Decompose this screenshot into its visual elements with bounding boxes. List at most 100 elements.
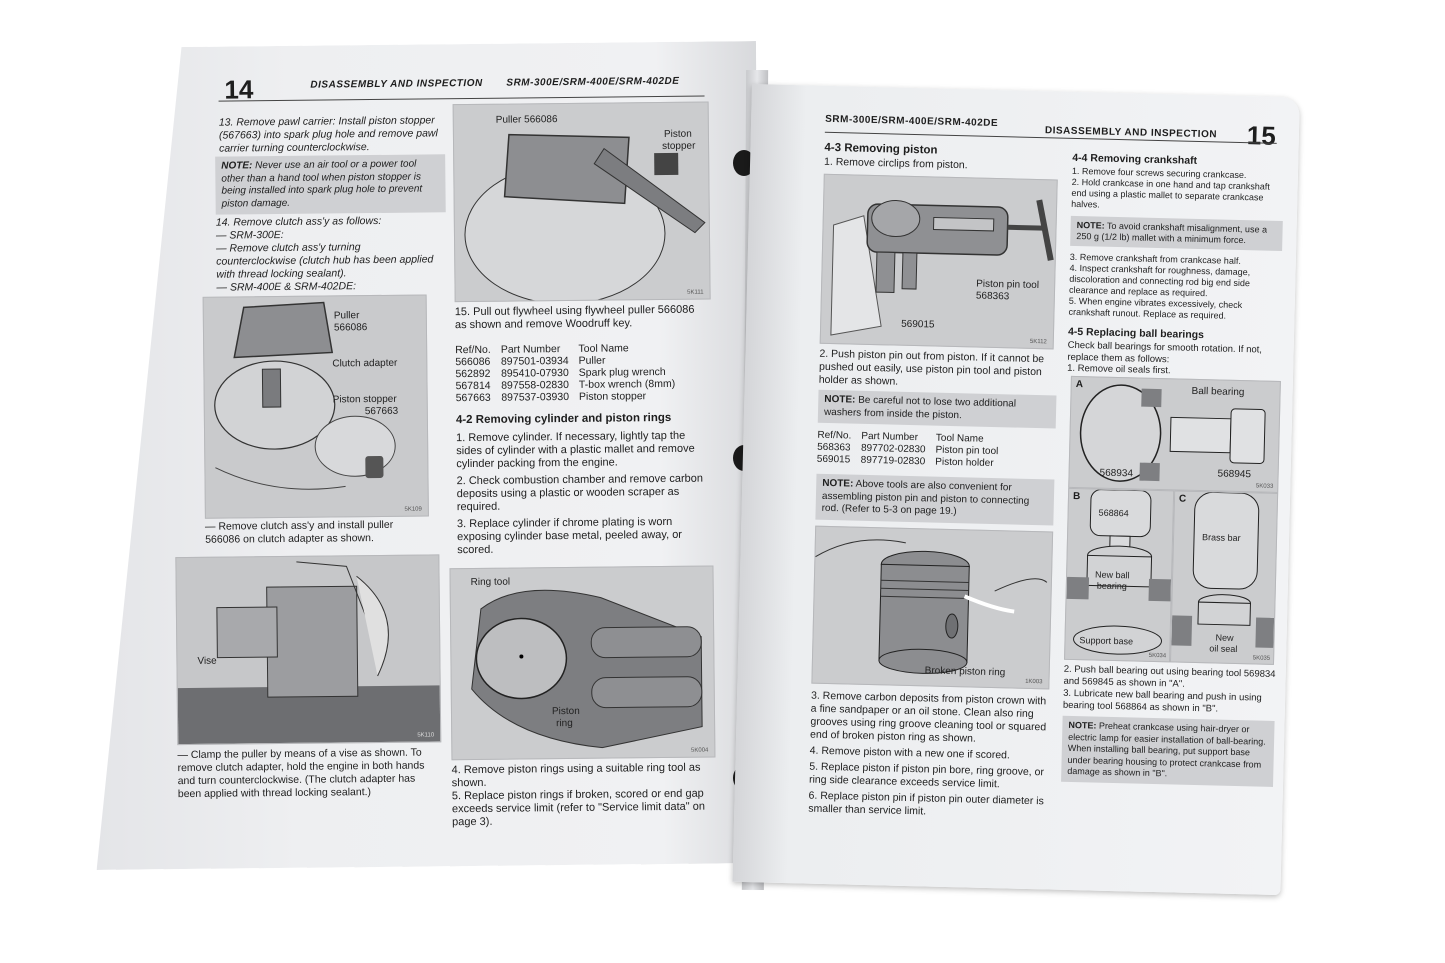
clutch-adapter-illustration: [204, 295, 428, 517]
step-6: 6. Replace piston pin if piston pin oute…: [808, 789, 1044, 818]
bearing-install-illustration: [1066, 489, 1172, 655]
figure-code: 5K111: [687, 289, 704, 296]
cell: Spark plug wrench: [578, 365, 666, 379]
after-figure-5k110: — Clamp the puller by means of a vise as…: [177, 746, 425, 801]
step-5: 5. Replace piston rings if broken, score…: [451, 787, 705, 829]
note-text: Above tools are also convenient for asse…: [821, 478, 1030, 518]
figure-code: 5K110: [417, 732, 435, 739]
flywheel-puller-illustration: [454, 103, 710, 302]
label-stopper: stopper: [662, 140, 696, 152]
cell: 897558-02830: [501, 378, 569, 392]
label-piston: Piston: [551, 705, 580, 718]
section-4-3-steps-after: 3. Remove carbon deposits from piston cr…: [808, 690, 1051, 822]
note-label: NOTE:: [221, 160, 253, 172]
figure-5k112: Piston pin tool 568363 569015 5K112: [819, 173, 1058, 350]
label-piston-pin-tool: Piston pin tool: [976, 278, 1040, 292]
running-head-models-right: SRM-300E/SRM-400E/SRM-402DE: [825, 113, 999, 130]
cell: 567663: [455, 391, 491, 405]
note-label: NOTE:: [824, 393, 856, 406]
right-page: SRM-300E/SRM-400E/SRM-402DE DISASSEMBLY …: [732, 84, 1300, 896]
after-figure-5k109: — Remove clutch ass'y and install puller…: [204, 518, 394, 546]
label-piston-stopper-number: 567663: [364, 405, 399, 418]
section-4-5-intro: Check ball bearings for smooth rotation.…: [1067, 339, 1263, 377]
piston-illustration: [815, 539, 1048, 674]
label-vise: Vise: [197, 655, 217, 667]
note-text: To avoid crankshaft misalignment, use a …: [1076, 220, 1268, 246]
figure-code: 1K003: [1025, 678, 1043, 686]
label-new-ball: New ball: [1094, 569, 1130, 581]
cell: 897719-02830: [860, 454, 926, 468]
step-14-c: — SRM-400E & SRM-402DE:: [216, 280, 357, 294]
step-1: 1. Remove cylinder. If necessary, lightl…: [456, 429, 695, 471]
cell: Piston holder: [935, 456, 994, 470]
cell: T-box wrench (8mm): [578, 377, 676, 391]
figure-a-ball-bearing-removal: A Ball bearing 568934 568945 5K033: [1068, 375, 1281, 493]
note-box-tools: NOTE: Above tools are also convenient fo…: [815, 473, 1055, 525]
figure-code: 5K033: [1255, 483, 1274, 490]
label-piston: Piston: [663, 128, 692, 140]
col-header: Tool Name: [578, 342, 629, 355]
label-ball-bearing: Ball bearing: [1191, 385, 1245, 399]
figure-code: 5K109: [404, 506, 422, 513]
step-13: 13. Remove pawl carrier: Install piston …: [218, 114, 438, 155]
cell: 568363: [817, 441, 851, 454]
section-4-4-steps-a: 1. Remove four screws securing crankcase…: [1071, 165, 1270, 210]
note-box-washers: NOTE: Be careful not to lose two additio…: [817, 389, 1057, 429]
label-clutch-adapter: Clutch adapter: [332, 357, 398, 370]
panel-label-c: C: [1178, 493, 1187, 505]
cell: 569015: [816, 453, 851, 466]
cell: 566086: [455, 355, 491, 369]
label-support-base: Support base: [1079, 635, 1134, 647]
left-page: 14 DISASSEMBLY AND INSPECTION SRM-300E/S…: [88, 41, 765, 870]
step-14: 14. Remove clutch ass'y as follows: — SR…: [216, 214, 439, 294]
label-broken-piston-ring: Broken piston ring: [924, 665, 1006, 679]
vise-illustration: [176, 555, 440, 744]
figure-code: 5K035: [1252, 655, 1271, 662]
label-568945: 568945: [1217, 468, 1252, 481]
cell: 897501-03934: [500, 354, 569, 368]
cell: Piston stopper: [578, 390, 647, 403]
label-568934: 568934: [1099, 467, 1134, 480]
figure-5k109: Puller 566086 Clutch adapter Piston stop…: [203, 294, 429, 518]
figure-code: 5K112: [1029, 338, 1047, 346]
cell: 897537-03930: [501, 390, 570, 404]
col-header: Part Number: [500, 343, 561, 356]
cell: 567814: [455, 379, 491, 393]
label-ring: ring: [556, 717, 573, 730]
parts-table-right: Ref/No. Part Number Tool Name 568363 897…: [817, 430, 1009, 471]
figure-code: 5K034: [1148, 652, 1167, 660]
note-label: NOTE:: [1076, 219, 1105, 231]
figure-5k111: Puller 566086 Piston stopper 5K111: [453, 102, 711, 303]
figure-c-oil-seal-install: C Brass bar New oil seal 5K035: [1169, 490, 1279, 665]
section-4-4-title: 4-4 Removing crankshaft: [1072, 151, 1198, 167]
label-ring-tool: Ring tool: [470, 576, 511, 589]
step-3: 3. Remove carbon deposits from piston cr…: [809, 689, 1047, 745]
header-rule: [219, 96, 705, 102]
label-puller-566086: Puller 566086: [495, 114, 558, 126]
ring-tool-illustration: [450, 566, 714, 759]
figure-code: 5K004: [691, 747, 709, 754]
label-568864: 568864: [1098, 507, 1129, 519]
note-box-crankshaft: NOTE: To avoid crankshaft misalignment, …: [1070, 215, 1283, 252]
step-2: 2. Check combustion chamber and remove c…: [456, 472, 704, 514]
label-piston-stopper: Piston stopper: [332, 393, 397, 406]
col-header: Ref/No.: [455, 343, 491, 357]
parts-table-left: Ref/No. Part Number Tool Name 566086 897…: [455, 342, 685, 404]
label-new: New: [1215, 632, 1234, 643]
panel-label-b: B: [1072, 490, 1081, 503]
note-box-preheat: NOTE: Preheat crankcase using hair-dryer…: [1061, 715, 1275, 787]
label-bearing: bearing: [1096, 580, 1127, 592]
figure-b-bearing-install: B 568864 New ball bearing Support base 5…: [1064, 487, 1175, 663]
step-3: 3. Replace cylinder if chrome plating is…: [456, 515, 683, 557]
section-4-5-title: 4-5 Replacing ball bearings: [1067, 325, 1205, 342]
label-569015: 569015: [901, 318, 935, 331]
section-4-3-step-1: 1. Remove circlips from piston.: [823, 155, 968, 172]
running-head-models-left: SRM-300E/SRM-400E/SRM-402DE: [506, 75, 680, 89]
col-header: Ref/No.: [817, 429, 852, 442]
piston-pin-tool-illustration: [830, 199, 1054, 336]
figure-5k110: Vise 5K110: [175, 554, 441, 745]
section-4-2-title: 4-2 Removing cylinder and piston rings: [455, 411, 672, 427]
step-5: 5. Replace piston if piston pin bore, ri…: [808, 760, 1045, 791]
step-15: 15. Pull out flywheel using flywheel pul…: [454, 303, 695, 332]
step-4: 4. Remove piston rings using a suitable …: [451, 761, 701, 790]
